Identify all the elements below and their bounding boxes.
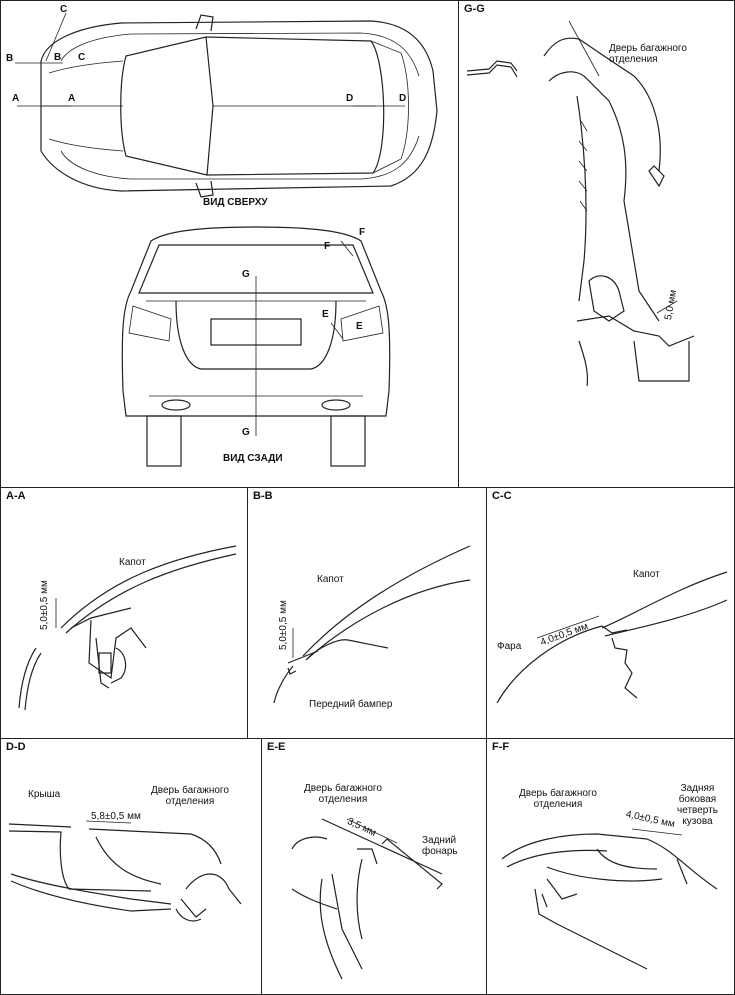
section-cc-drawing [496, 571, 728, 704]
ff-tailgate-label: Дверь багажного отделения [519, 788, 597, 810]
marker-g-top: G [242, 269, 250, 280]
section-cc-title: C-C [492, 490, 512, 502]
top-view-caption: ВИД СВЕРХУ [203, 197, 268, 208]
section-cc-panel: C-C Капот 4,0±0,5 мм Фара [486, 487, 735, 739]
marker-d-right: D [399, 93, 407, 104]
marker-f-top: F [359, 227, 366, 238]
aa-hood-label: Капот [119, 557, 146, 568]
marker-e-right: E [356, 321, 363, 332]
gg-tailgate-label: Дверь багажного отделения [609, 43, 687, 65]
section-ff-title: F-F [492, 741, 510, 753]
section-gg-title: G-G [464, 3, 485, 15]
car-overview-drawing [15, 12, 438, 467]
section-dd-drawing [8, 820, 242, 922]
section-gg-panel: G-G Дверь багажного отделения 5,0 мм [458, 0, 735, 488]
marker-c-right: C [78, 52, 86, 63]
section-aa-drawing [18, 545, 237, 711]
bb-dimension: 5,0±0,5 мм [278, 600, 289, 650]
aa-dimension: 5,0±0,5 мм [39, 580, 50, 630]
section-ee-panel: E-E Дверь багажного отделения 3,5 мм Зад… [261, 738, 487, 995]
bb-bumper-label: Передний бампер [309, 699, 393, 710]
top-view-car-outline [40, 20, 438, 192]
section-bb-panel: B-B Капот 5,0±0,5 мм Передний бампер [247, 487, 487, 739]
section-ee-title: E-E [267, 741, 286, 753]
rear-view-caption: ВИД СЗАДИ [223, 453, 283, 464]
section-aa-panel: A-A Капот 5,0±0,5 мм [0, 487, 248, 739]
dd-roof-label: Крыша [28, 789, 61, 800]
dd-tailgate-label: Дверь багажного отделения [151, 785, 229, 807]
ee-tailgate-label: Дверь багажного отделения [304, 783, 382, 805]
marker-a-left: A [12, 93, 20, 104]
marker-d-left: D [346, 93, 354, 104]
section-aa-title: A-A [6, 490, 26, 502]
marker-g-bottom: G [242, 427, 250, 438]
ff-quarter-label: Задняя боковая четверть кузова [677, 783, 718, 827]
marker-c-top: C [60, 4, 68, 15]
cc-headlamp-label: Фара [497, 641, 522, 652]
section-gg-drawing [466, 20, 695, 387]
dd-dimension: 5,8±0,5 мм [91, 811, 141, 822]
marker-a-right: A [68, 93, 76, 104]
cc-hood-label: Капот [633, 569, 660, 580]
ee-taillamp-label: Задний фонарь [422, 835, 458, 857]
section-ff-panel: F-F Дверь багажного отделения 4,0±0,5 мм… [486, 738, 735, 995]
section-bb-drawing [273, 545, 471, 704]
section-dd-panel: D-D Крыша Дверь багажного отделения 5,8±… [0, 738, 262, 995]
marker-e-top: E [322, 309, 329, 320]
section-ee-drawing [291, 818, 443, 980]
section-ff-drawing [501, 828, 718, 970]
bb-hood-label: Капот [317, 574, 344, 585]
marker-b-left: B [6, 53, 14, 64]
marker-f-left: F [324, 241, 331, 252]
overview-panel: C B B C A A D D ВИД СВЕРХУ F F G E E G В… [0, 0, 459, 488]
rear-view-car-outline [121, 226, 391, 417]
section-dd-title: D-D [6, 741, 26, 753]
section-bb-title: B-B [253, 490, 273, 502]
marker-b-right: B [54, 52, 62, 63]
